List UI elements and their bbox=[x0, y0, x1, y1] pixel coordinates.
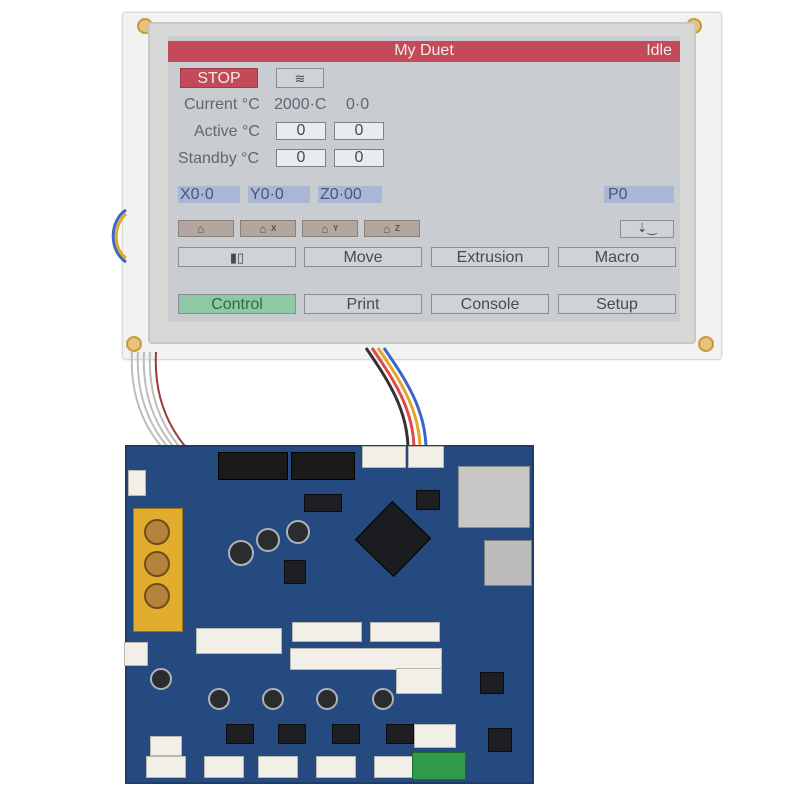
ribbon-header bbox=[218, 452, 288, 480]
title-bar: My Duet Idle bbox=[168, 41, 680, 62]
panel-cable bbox=[364, 347, 428, 451]
stepper-driver bbox=[386, 724, 414, 744]
mounting-hole bbox=[698, 336, 714, 352]
touchscreen: My Duet Idle STOP ≋ Current °C 2000·C 0·… bbox=[168, 36, 680, 322]
heater-button[interactable]: ≋ bbox=[276, 68, 324, 88]
mounting-hole bbox=[126, 336, 142, 352]
home-all-button[interactable]: ⌂ bbox=[178, 220, 234, 237]
current-temp-label: Current °C bbox=[184, 96, 260, 113]
stepper-driver bbox=[278, 724, 306, 744]
chip bbox=[480, 672, 504, 694]
connector bbox=[258, 756, 298, 778]
stepper-driver bbox=[332, 724, 360, 744]
home-x-icon: ⌂ bbox=[259, 222, 267, 236]
ribbon-header bbox=[291, 452, 355, 480]
bed-compensation-button[interactable]: ⇣‿ bbox=[620, 220, 674, 238]
stop-button[interactable]: STOP bbox=[180, 68, 258, 88]
connector bbox=[146, 756, 186, 778]
connector bbox=[374, 756, 414, 778]
home-x-axis-label: X bbox=[271, 224, 277, 233]
standby-temp-field-1[interactable]: 0 bbox=[276, 149, 326, 167]
side-cable bbox=[111, 208, 128, 264]
chip bbox=[488, 728, 512, 752]
heater-icon: ≋ bbox=[294, 71, 306, 86]
capacitor bbox=[316, 688, 338, 710]
sd-card-slot bbox=[484, 540, 532, 586]
printer-name: My Duet bbox=[394, 42, 454, 59]
tab-print[interactable]: Print bbox=[304, 294, 422, 314]
chip bbox=[416, 490, 440, 510]
active-temp-field-2[interactable]: 0 bbox=[334, 122, 384, 140]
home-z-button[interactable]: ⌂Z bbox=[364, 220, 420, 237]
terminal-screw bbox=[144, 551, 170, 577]
capacitor bbox=[286, 520, 310, 544]
menu-extrusion[interactable]: Extrusion bbox=[431, 247, 549, 267]
tab-console[interactable]: Console bbox=[431, 294, 549, 314]
terminal-screw bbox=[144, 583, 170, 609]
home-z-axis-label: Z bbox=[395, 224, 400, 233]
active-temp-field-1[interactable]: 0 bbox=[276, 122, 326, 140]
z-position: Z0·00 bbox=[318, 186, 382, 203]
ethernet-jack bbox=[458, 466, 530, 528]
connector bbox=[370, 622, 440, 642]
standby-temp-field-2[interactable]: 0 bbox=[334, 149, 384, 167]
power-terminal bbox=[133, 508, 183, 632]
capacitor bbox=[262, 688, 284, 710]
menu-move[interactable]: Move bbox=[304, 247, 422, 267]
connector bbox=[414, 724, 456, 748]
connector bbox=[292, 622, 362, 642]
menu-macro[interactable]: Macro bbox=[558, 247, 676, 267]
capacitor bbox=[208, 688, 230, 710]
home-x-button[interactable]: ⌂X bbox=[240, 220, 296, 237]
connector bbox=[124, 642, 148, 666]
home-all-icon: ⌂ bbox=[197, 222, 205, 236]
current-temp-value-1: 2000·C bbox=[274, 96, 327, 113]
connector bbox=[290, 648, 442, 670]
tab-setup[interactable]: Setup bbox=[558, 294, 676, 314]
active-temp-label: Active °C bbox=[194, 123, 260, 140]
connector bbox=[204, 756, 244, 778]
connector bbox=[196, 628, 282, 654]
current-temp-value-2: 0·0 bbox=[346, 96, 370, 113]
ribbon-cable bbox=[130, 351, 215, 466]
green-terminal bbox=[412, 752, 466, 780]
home-z-icon: ⌂ bbox=[383, 222, 391, 236]
sd-card-button[interactable]: ▮▯ bbox=[178, 247, 296, 267]
capacitor bbox=[372, 688, 394, 710]
sd-card-icon: ▮▯ bbox=[229, 250, 245, 265]
tab-control[interactable]: Control bbox=[178, 294, 296, 314]
connector bbox=[408, 446, 444, 468]
capacitor bbox=[256, 528, 280, 552]
connector bbox=[396, 668, 442, 694]
home-y-axis-label: Y bbox=[333, 224, 339, 233]
x-position: X0·0 bbox=[178, 186, 240, 203]
home-y-icon: ⌂ bbox=[321, 222, 329, 236]
connector bbox=[128, 470, 146, 496]
y-position: Y0·0 bbox=[248, 186, 310, 203]
probe-value: P0 bbox=[604, 186, 674, 203]
standby-temp-label: Standby °C bbox=[178, 150, 260, 167]
bed-compensation-icon: ⇣‿ bbox=[637, 221, 657, 235]
capacitor bbox=[150, 668, 172, 690]
connector bbox=[316, 756, 356, 778]
connector bbox=[362, 446, 406, 468]
stepper-driver bbox=[226, 724, 254, 744]
capacitor bbox=[228, 540, 254, 566]
chip bbox=[284, 560, 306, 584]
header bbox=[304, 494, 342, 512]
printer-status: Idle bbox=[646, 42, 672, 59]
connector bbox=[150, 736, 182, 756]
home-y-button[interactable]: ⌂Y bbox=[302, 220, 358, 237]
terminal-screw bbox=[144, 519, 170, 545]
